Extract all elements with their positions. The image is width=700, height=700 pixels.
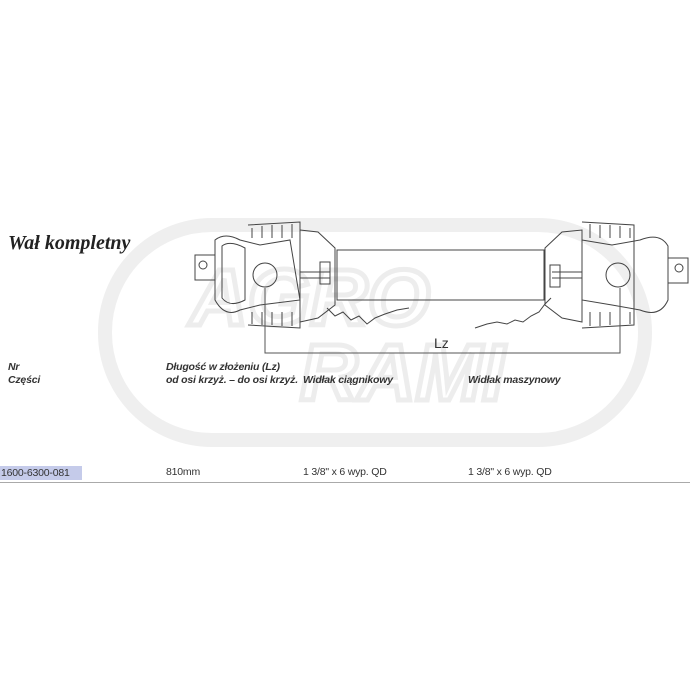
svg-text:RAMI: RAMI — [300, 328, 506, 417]
page-title: Wał kompletny — [8, 232, 131, 254]
header-machine-yoke: Widłak maszynowy — [468, 374, 561, 386]
svg-text:AGRO: AGRO — [188, 253, 430, 342]
header-line: Długość w złożeniu (Lz) — [166, 361, 280, 373]
cell-machine-yoke: 1 3/8" x 6 wyp. QD — [468, 466, 552, 478]
header-line: Części — [8, 374, 41, 386]
header-tractor-yoke: Widłak ciągnikowy — [303, 374, 393, 386]
lz-dimension-line — [264, 288, 621, 354]
shaft-tube — [336, 249, 545, 301]
header-line: Nr — [8, 361, 20, 373]
header-part-number: Nr Części — [8, 361, 40, 387]
header-length: Długość w złożeniu (Lz) od osi krzyż. – … — [166, 361, 298, 387]
header-line: od osi krzyż. – do osi krzyż. — [166, 374, 298, 386]
left-yoke-icon — [194, 221, 336, 329]
cell-length: 810mm — [166, 466, 201, 478]
lz-dimension-label: Lz — [434, 335, 449, 351]
cell-part-number: 1600-6300-081 — [0, 466, 82, 480]
right-safety-chain — [474, 297, 552, 329]
right-yoke-icon — [544, 221, 689, 329]
left-safety-chain — [326, 307, 410, 325]
cell-tractor-yoke: 1 3/8" x 6 wyp. QD — [303, 466, 387, 478]
row-divider — [0, 482, 690, 483]
